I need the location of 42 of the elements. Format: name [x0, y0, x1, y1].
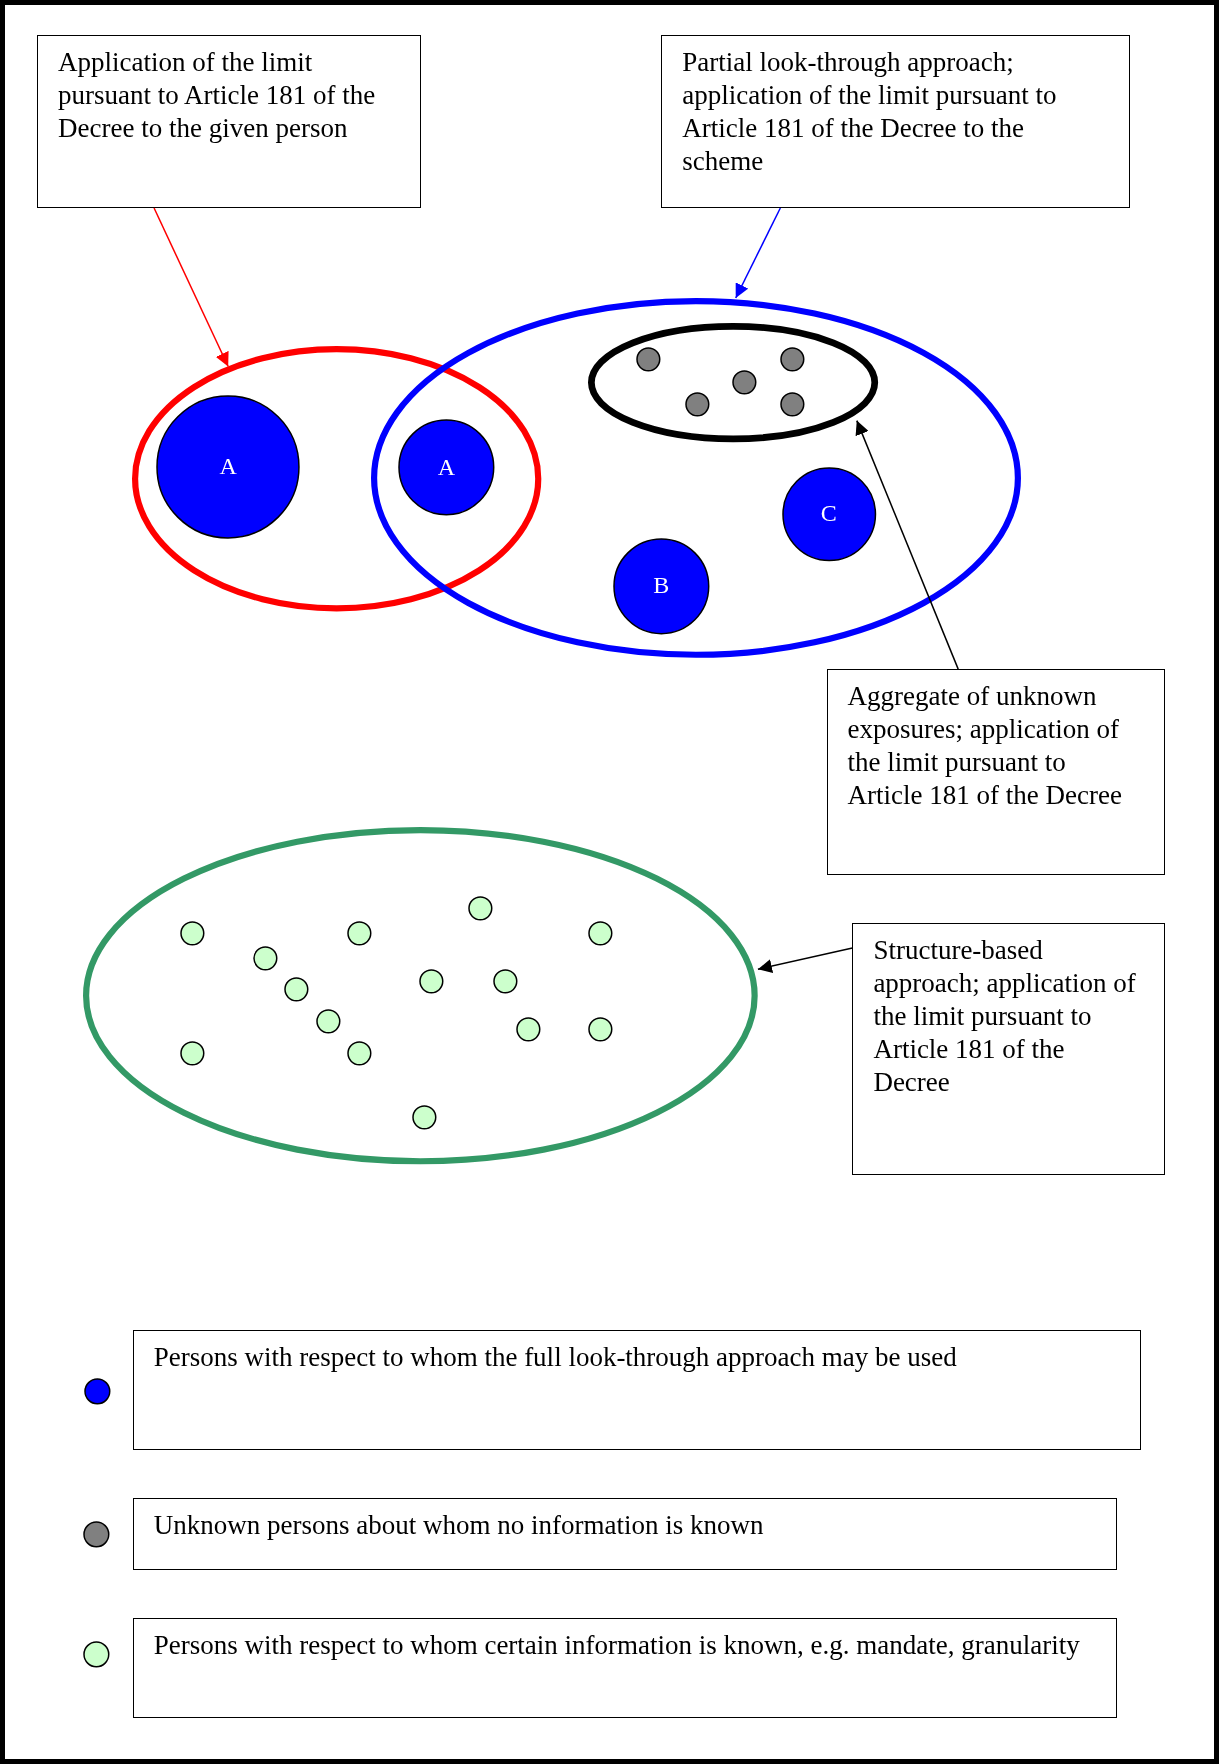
- group-ellipse: [83, 826, 758, 1164]
- person-dot: [347, 921, 373, 946]
- group-ellipse: [131, 346, 541, 612]
- arrow: [153, 207, 229, 368]
- note-box: Structure-based approach; application of the limit pursuant to Article 181 of the Decree: [852, 923, 1165, 1176]
- arrow: [735, 207, 782, 299]
- person-dot: [347, 1041, 373, 1067]
- person-dot: [467, 896, 493, 921]
- legend-label: Persons with respect to whom the full look-through approach may be used: [132, 1330, 1142, 1450]
- person-dot: [636, 347, 662, 373]
- person-dot: [253, 945, 278, 971]
- arrow: [757, 947, 854, 973]
- circle-letter: A: [219, 453, 237, 481]
- person-dot: [732, 369, 757, 395]
- note-box: Partial look-through approach; application of the limit pursuant to Article 181 of the Decree to the scheme: [661, 34, 1131, 209]
- legend-label: Unknown persons about whom no information is known: [132, 1497, 1117, 1570]
- group-ellipse: [588, 322, 879, 442]
- person-dot: [315, 1008, 341, 1034]
- legend-label: Persons with respect to whom certain information is known, e.g. mandate, granularity: [132, 1618, 1117, 1719]
- circle-letter: C: [820, 500, 837, 528]
- person-dot: [492, 969, 518, 995]
- person-dot: [411, 1105, 437, 1131]
- circle-letter: A: [437, 454, 456, 482]
- person-circle: [612, 537, 710, 635]
- person-dot: [780, 347, 806, 373]
- person-dot: [179, 1041, 205, 1067]
- person-dot: [684, 392, 710, 418]
- person-circle: [398, 419, 495, 517]
- note-box: Aggregate of unknown exposures; application of the limit pursuant to Article 181 of the Decree: [826, 669, 1165, 875]
- person-dot: [516, 1016, 541, 1042]
- person-dot: [419, 969, 445, 995]
- person-dot: [588, 921, 613, 946]
- note-box: Application of the limit pursuant to Article 181 of the Decree to the given person: [37, 34, 421, 209]
- person-dot: [179, 921, 205, 946]
- arrow: [855, 419, 959, 670]
- person-dot: [780, 392, 806, 418]
- person-dot: [588, 1016, 613, 1042]
- person-circle: [781, 466, 876, 562]
- person-circle: [156, 394, 301, 539]
- circle-letter: B: [653, 572, 670, 600]
- group-ellipse: [371, 298, 1022, 658]
- person-dot: [284, 977, 310, 1002]
